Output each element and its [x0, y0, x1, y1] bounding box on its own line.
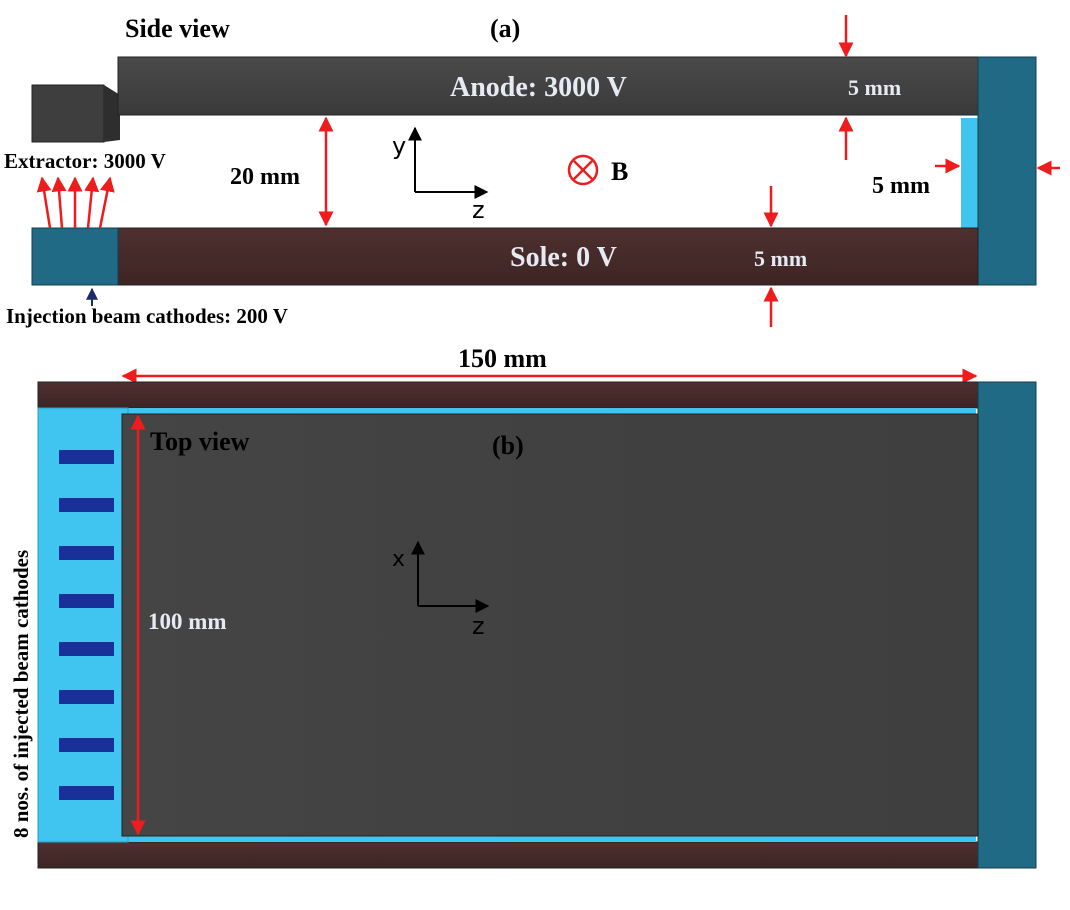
side-axis-y: y	[392, 132, 406, 160]
end-gap-strip	[961, 118, 978, 228]
anode-thickness-label: 5 mm	[848, 75, 901, 100]
sole-label: Sole: 0 V	[510, 242, 617, 273]
cathodes-count-label: 8 nos. of injected beam cathodes	[9, 550, 33, 838]
cathode-region	[37, 407, 129, 843]
side-view-title: Side view	[125, 14, 230, 43]
top-view: 150 mm Top view (b) 100 mm x z 8 nos. of…	[9, 344, 1037, 869]
bottom-edge-strip	[128, 836, 976, 842]
cathode-bar	[59, 642, 114, 656]
cathode-bar	[59, 738, 114, 752]
end-gap-arrows	[935, 158, 1060, 176]
end-gap-label: 5 mm	[872, 173, 930, 199]
cathode-bar	[59, 786, 114, 800]
top-axes: x z	[392, 540, 490, 640]
top-axis-z: z	[472, 612, 485, 640]
side-end-block	[977, 56, 1037, 286]
top-end-block	[977, 381, 1037, 869]
top-view-title: Top view	[150, 427, 250, 456]
cathode-bar	[59, 498, 114, 512]
cathode-bar	[59, 690, 114, 704]
cathode-bar	[59, 450, 114, 464]
anode-label: Anode: 3000 V	[450, 72, 627, 103]
cathode-bar	[59, 546, 114, 560]
top-sole-strip	[37, 381, 979, 409]
gap-label: 20 mm	[230, 164, 300, 190]
bottom-sole-strip	[37, 841, 979, 869]
extractor-label: Extractor: 3000 V	[4, 149, 166, 173]
width-label: 100 mm	[148, 609, 227, 634]
side-view-panel-label: (a)	[490, 14, 520, 43]
top-view-panel-label: (b)	[492, 431, 524, 460]
cathode-label: Injection beam cathodes: 200 V	[6, 304, 288, 328]
injection-cathode-block	[31, 227, 119, 286]
magnetic-field-symbol: B	[567, 154, 628, 186]
extractor-block	[31, 84, 105, 143]
beam-arrows	[36, 176, 115, 229]
anode-area	[121, 413, 979, 837]
side-view: Side view (a) Anode: 3000 V 5 mm Sole: 0…	[4, 14, 1060, 328]
cathode-bars	[59, 450, 114, 800]
sole-plate	[117, 227, 979, 286]
length-label: 150 mm	[458, 344, 547, 373]
top-edge-strip	[128, 408, 976, 414]
top-axis-x: x	[392, 547, 405, 572]
side-axis-z: z	[472, 196, 485, 224]
cathode-bar	[59, 594, 114, 608]
side-axes: y z	[392, 126, 489, 224]
extractor-block-side	[104, 85, 120, 142]
sole-thickness-label: 5 mm	[754, 246, 807, 271]
magnetic-field-label: B	[611, 157, 628, 186]
